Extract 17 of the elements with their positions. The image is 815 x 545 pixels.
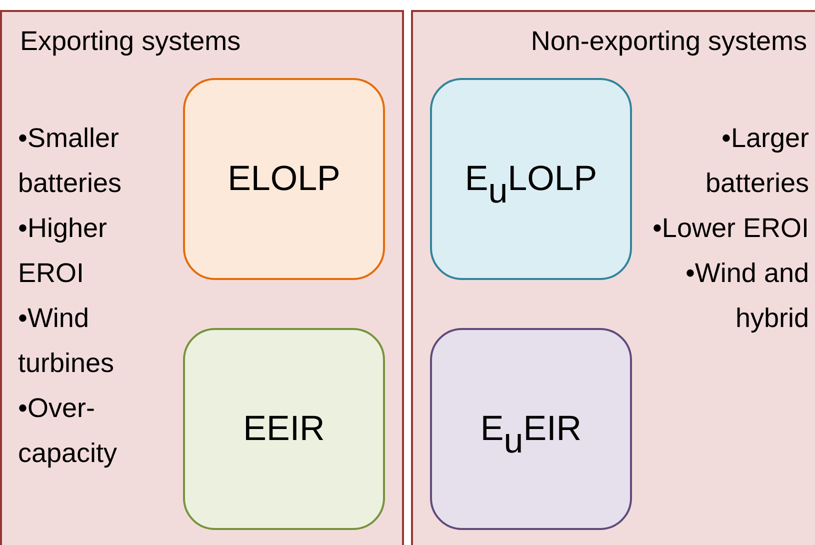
box-label: EEIR — [243, 409, 325, 449]
panel-heading: Exporting systems — [20, 26, 241, 57]
group-panel — [0, 10, 404, 545]
box-label: ELOLP — [228, 159, 340, 199]
group-panel — [411, 10, 815, 545]
bullet-item: •Lower EROI — [652, 212, 809, 245]
rounded-box — [183, 78, 385, 280]
bullet-item: •Higher EROI — [18, 212, 108, 290]
bullet-item: •Wind and hybrid — [684, 257, 809, 335]
rounded-box — [430, 78, 632, 280]
bullet-item: •Smaller batteries — [18, 122, 123, 200]
panel-heading: Non-exporting systems — [530, 26, 807, 57]
rounded-box — [430, 328, 632, 530]
bullet-item: •Over-capacity — [18, 392, 118, 470]
bullet-item: •Larger batteries — [704, 122, 809, 200]
bullet-item: •Wind turbines — [18, 302, 116, 380]
rounded-box — [183, 328, 385, 530]
